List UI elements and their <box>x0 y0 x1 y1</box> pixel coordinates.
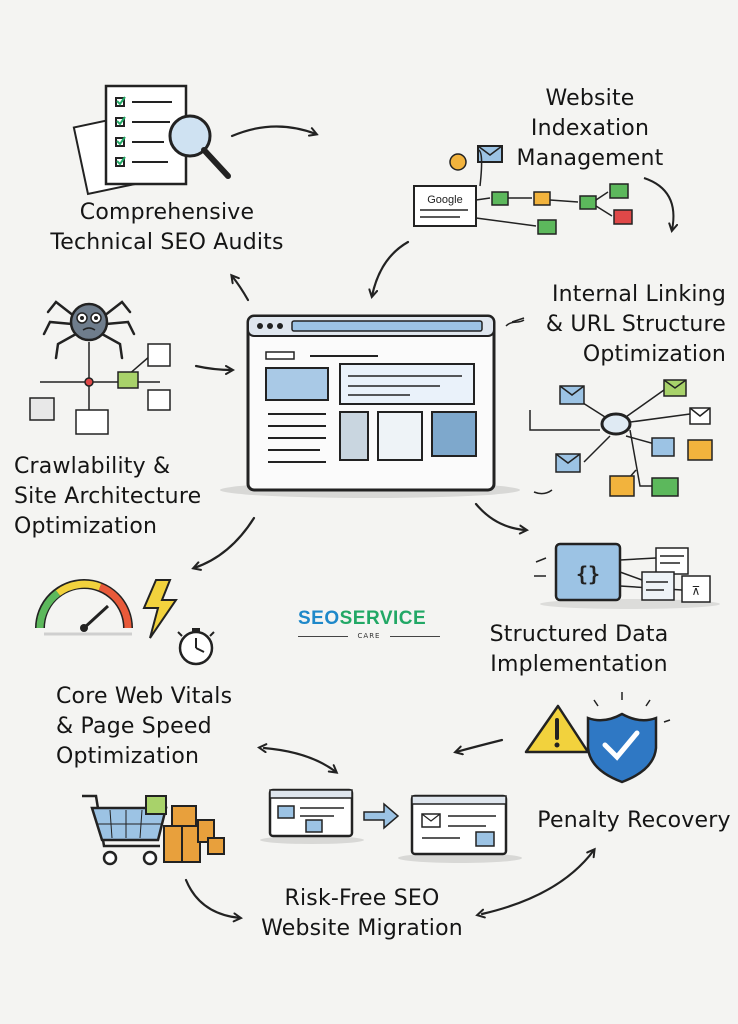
central-browser-icon <box>220 314 520 498</box>
warning-triangle-icon <box>524 704 590 754</box>
google-indexation-icon: Google <box>413 145 673 235</box>
site-structure-icon <box>29 342 171 435</box>
logo-seo-text: SEO <box>298 608 340 629</box>
seo-service-care-logo: SEOSERVICE CARE <box>298 608 440 650</box>
svg-text:⊼: ⊼ <box>692 584 701 598</box>
migration-arrow-icon <box>363 802 400 830</box>
stopwatch-icon <box>177 628 215 666</box>
internal-linking-icon <box>505 317 713 497</box>
lightning-icon <box>142 579 178 639</box>
svg-text:{}: {} <box>576 562 600 586</box>
logo-tagline: CARE <box>357 632 381 640</box>
logo-service-text: SERVICE <box>339 608 427 629</box>
shield-check-icon <box>586 692 671 784</box>
checklist-magnifier-icon <box>72 84 231 196</box>
shopping-cart-icon <box>82 794 168 866</box>
migration-target-window-icon <box>398 794 522 863</box>
package-boxes-icon <box>145 795 225 863</box>
structured-data-icon: {} ⊼ <box>534 542 720 609</box>
google-label: Google <box>427 194 462 206</box>
label-penalty-recovery: Penalty Recovery <box>537 808 731 833</box>
spider-crawler-icon <box>42 300 136 360</box>
migration-source-window-icon <box>260 788 364 844</box>
connector-arrows <box>184 125 594 918</box>
speedometer-icon <box>35 579 133 636</box>
